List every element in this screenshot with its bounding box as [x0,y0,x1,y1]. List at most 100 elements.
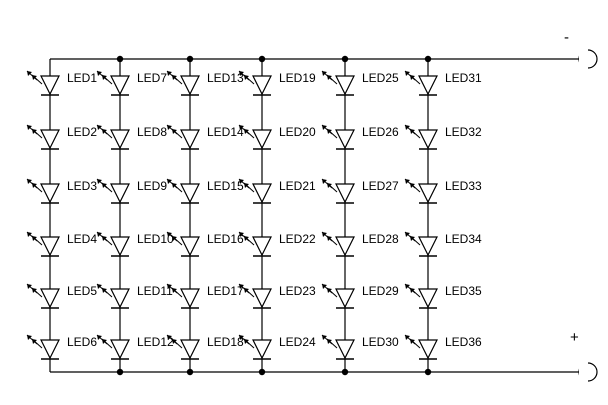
led-symbol[interactable]: LED17 [166,283,244,309]
led-label: LED28 [362,232,399,246]
light-ray-arrowhead [172,339,177,344]
light-ray-arrowhead [239,284,244,289]
junction-dot [341,55,349,63]
led-label: LED34 [445,232,482,246]
light-ray-arrowhead [327,183,332,188]
light-ray-arrowhead [405,335,410,340]
led-symbol[interactable]: LED16 [166,231,244,257]
light-ray-arrowhead [322,284,327,289]
light-ray-arrowhead [32,75,37,80]
led-symbol[interactable]: LED34 [404,231,482,257]
led-symbol[interactable]: LED13 [166,70,244,96]
light-ray-arrowhead [244,129,249,134]
diode-triangle [252,339,272,360]
led-symbol[interactable]: LED25 [321,70,399,96]
diode-triangle [110,288,130,309]
light-ray-arrowhead [239,71,244,76]
led-symbol[interactable]: LED26 [321,124,399,150]
junction-dot [116,55,124,63]
diode-triangle [180,183,200,204]
light-ray-arrowhead [172,236,177,241]
junction-dot [424,55,432,63]
led-symbol[interactable]: LED30 [321,334,399,360]
light-ray-arrowhead [27,71,32,76]
diode-triangle [40,75,60,96]
diode-triangle [335,75,355,96]
light-ray-arrowhead [27,125,32,130]
light-ray-arrowhead [32,288,37,293]
light-ray-arrowhead [327,129,332,134]
led-symbol[interactable]: LED20 [238,124,316,150]
led-label: LED30 [362,335,399,349]
led-symbol[interactable]: LED3 [26,178,97,204]
led-symbol[interactable]: LED19 [238,70,316,96]
diode-triangle [180,129,200,150]
diode-triangle [335,183,355,204]
light-ray-arrowhead [27,335,32,340]
light-ray-arrowhead [410,75,415,80]
led-symbol[interactable]: LED27 [321,178,399,204]
led-symbol[interactable]: LED11 [96,283,173,309]
led-label: LED3 [67,179,97,193]
led-symbol[interactable]: LED32 [404,124,482,150]
led-symbol[interactable]: LED35 [404,283,482,309]
light-ray-arrowhead [244,339,249,344]
led-symbol[interactable]: LED29 [321,283,399,309]
led-symbol[interactable]: LED22 [238,231,316,257]
diode-triangle [418,236,438,257]
led-symbol[interactable]: LED36 [404,334,482,360]
diode-triangle [110,236,130,257]
led-symbol[interactable]: LED5 [26,283,97,309]
diode-triangle [252,75,272,96]
light-ray-arrowhead [405,71,410,76]
led-symbol[interactable]: LED23 [238,283,316,309]
junction-dot [341,368,349,376]
led-symbol[interactable]: LED14 [166,124,244,150]
light-ray-arrowhead [27,232,32,237]
light-ray-arrowhead [327,288,332,293]
led-symbol[interactable]: LED18 [166,334,244,360]
led-symbol[interactable]: LED6 [26,334,97,360]
junction-dot [186,55,194,63]
light-ray-arrowhead [102,129,107,134]
led-label: LED15 [207,179,244,193]
led-label: LED36 [445,335,482,349]
led-symbol[interactable]: LED4 [26,231,97,257]
light-ray-arrowhead [327,236,332,241]
light-ray-arrowhead [102,75,107,80]
diode-triangle [40,236,60,257]
led-symbol[interactable]: LED8 [96,124,167,150]
light-ray-arrowhead [167,125,172,130]
led-symbol[interactable]: LED31 [404,70,482,96]
light-ray-arrowhead [322,335,327,340]
led-symbol[interactable]: LED33 [404,178,482,204]
led-label: LED25 [362,71,399,85]
light-ray-arrowhead [172,129,177,134]
positive-label: + [570,329,579,346]
led-symbol[interactable]: LED2 [26,124,97,150]
light-ray-arrowhead [97,335,102,340]
led-symbol[interactable]: LED15 [166,178,244,204]
led-symbol[interactable]: LED9 [96,178,167,204]
light-ray-arrowhead [167,232,172,237]
led-label: LED26 [362,125,399,139]
light-ray-arrowhead [244,75,249,80]
led-symbol[interactable]: LED28 [321,231,399,257]
led-label: LED22 [279,232,316,246]
led-symbol[interactable]: LED10 [96,231,174,257]
led-symbol[interactable]: LED12 [96,334,174,360]
diode-triangle [110,129,130,150]
led-label: LED14 [207,125,244,139]
light-ray-arrowhead [97,284,102,289]
led-label: LED10 [137,232,174,246]
light-ray-arrowhead [239,125,244,130]
led-symbol[interactable]: LED24 [238,334,316,360]
light-ray-arrowhead [167,335,172,340]
light-ray-arrowhead [97,179,102,184]
led-label: LED9 [137,179,167,193]
led-symbol[interactable]: LED1 [26,70,97,96]
led-symbol[interactable]: LED7 [96,70,167,96]
led-label: LED16 [207,232,244,246]
light-ray-arrowhead [102,288,107,293]
led-symbol[interactable]: LED21 [238,178,316,204]
